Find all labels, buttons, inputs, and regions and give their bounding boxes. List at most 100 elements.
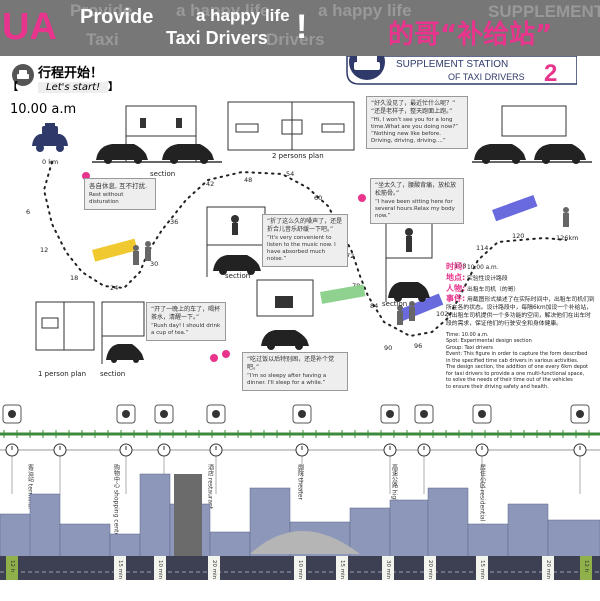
timeline-icon-glyph [212, 410, 220, 418]
quote-cn: “坐太久了，腰酸背痛，放松放松筋骨。” [375, 182, 457, 197]
quote-note-relax: “坐太久了，腰酸背痛，放松放松筋骨。” “I have been sitting… [370, 178, 464, 224]
time-label: 时间: [446, 262, 466, 271]
pin-icon [210, 354, 218, 362]
time-segment [382, 556, 394, 580]
timeline-icon-glyph [298, 410, 306, 418]
section-label: section [150, 170, 176, 178]
km-marker: 6 [26, 208, 30, 216]
road-sign [92, 238, 138, 262]
quote-en: “Hi, I won't see you for a long time.Wha… [371, 117, 459, 144]
quote-cn: 各自休息, 互不打扰. [89, 182, 148, 190]
km-marker: 48 [244, 176, 252, 184]
destination-label: 居住小区 residential district [479, 464, 486, 545]
happy-life-text: a happy life [196, 6, 290, 25]
ghost-text: SUPPLEMENT [488, 2, 600, 21]
pedestrian-body [397, 311, 403, 325]
info-block: 时间: 10:00 a.m. 地点: 实验性设计路段 人物: 出租车司机（的哥）… [446, 262, 596, 390]
time-segment [6, 556, 18, 580]
one-person-plan-label: 1 person plan [38, 370, 87, 378]
duration-label: 30 min [385, 560, 391, 580]
pedestrian-body [409, 307, 415, 321]
info-english-line: Time: 10.00 a.m. [446, 331, 489, 338]
time-segment [580, 556, 592, 580]
route-path [42, 161, 567, 338]
km-marker: 42 [206, 180, 214, 188]
quote-en: Rest without disturation [89, 192, 124, 205]
duration-label: 15 min [339, 560, 345, 580]
destination-label: 高速公路 highway [391, 463, 398, 515]
section-illustration-1 [92, 105, 222, 164]
km-marker: 102 [436, 310, 448, 318]
km-marker: 114 [476, 244, 488, 252]
time-segment [424, 556, 436, 580]
of-taxi-drivers-label: OF TAXI DRIVERS [448, 72, 525, 82]
stretch-section-illustration [385, 219, 433, 302]
sleep-section-illustration [256, 279, 314, 350]
quote-cn: “开了一晚上的车了，喝杯茶水，清醒一下。” [151, 306, 221, 321]
km-marker: 36 [170, 218, 178, 226]
header-banner [0, 0, 600, 56]
section-label: section [100, 370, 126, 378]
time-segment [542, 556, 554, 580]
event-value: 用截图形式描述了在实际时间中，出租车司机们到所在各的状态。设计路段中，每隔6km… [446, 297, 595, 327]
pedestrian-icon [145, 241, 151, 247]
duration-label: 20 min [545, 560, 551, 580]
section-label: section [225, 272, 251, 280]
quote-cn: “好久没见了，最近忙什么呢？” “还是老样子，整天跑面上跑。” [371, 100, 456, 115]
tea-section-illustration [101, 301, 145, 364]
duration-label: 20 min [427, 560, 433, 580]
destination-label: 客运站 terminal [27, 463, 34, 509]
exclamation-mark: ! [296, 8, 308, 46]
start-en-label: 【Let's start!】 [8, 82, 119, 93]
ghost-text: Taxi [86, 30, 119, 49]
duration-label: 15 min [479, 560, 485, 580]
info-english-line: in the specified time cab drivers in var… [446, 357, 579, 364]
quote-note-rest: 各自休息, 互不打扰. Rest without disturation [84, 178, 156, 210]
ghost-text: Provide [70, 1, 133, 20]
time-segment [208, 556, 220, 580]
quote-en: “Rush day! I should drink a cup of tea.” [151, 323, 221, 336]
quote-cn: “折了这么久的嗓声了，还是折合儿音乐舒缓一下吧。” [267, 218, 343, 233]
time-segment [294, 556, 306, 580]
time-segment [154, 556, 166, 580]
start-time: 10.00 a.m [10, 102, 77, 117]
duration-label: 15 min [117, 560, 123, 580]
ua-logo: UA [2, 6, 57, 48]
quote-en: “I'm so sleepy after having a dinner. I'… [247, 373, 327, 386]
pedestrian-icon [133, 245, 139, 251]
km-marker: 12 [40, 246, 48, 254]
pedestrian-body [563, 213, 569, 227]
destination-label: 剧院 theater [297, 463, 304, 500]
km-marker: 72 [346, 252, 354, 260]
time-segment [114, 556, 126, 580]
destination-label: 购物中心 shopping center [113, 463, 120, 539]
duration-label: 10 min [157, 560, 163, 580]
km-marker: 60 [314, 194, 322, 202]
pin-icon [222, 350, 230, 358]
km-marker: 126km [556, 234, 579, 242]
pedestrian-body [133, 251, 139, 265]
km-marker: 96 [414, 342, 422, 350]
timeline-icon-glyph [122, 410, 130, 418]
destination-label: 酒店 restaurant [207, 463, 214, 510]
two-person-plan [227, 101, 355, 151]
timeline-icon-glyph [420, 410, 428, 418]
start-en-text: Let's start! [38, 82, 109, 93]
quote-note-music: “折了这么久的嗓声了，还是折合儿音乐舒缓一下吧。” “It's very con… [262, 214, 348, 267]
people-label: 人物: [446, 283, 466, 293]
place-label: 地点: [446, 272, 466, 282]
pin-icon [358, 194, 366, 202]
timeline-icon-glyph [160, 410, 168, 418]
time-segment [476, 556, 488, 580]
info-english: Time: 10.00 a.m.Spot: Experimental desig… [446, 332, 596, 391]
issue-number: 2 [544, 60, 558, 87]
info-english-line: for taxi drivers to provide a one multi-… [446, 370, 585, 377]
pedestrian-body [145, 247, 151, 261]
pedestrian-icon [563, 207, 569, 213]
info-english-line: to ensure their driving safety and healt… [446, 383, 549, 390]
pedestrian-icon [409, 301, 415, 307]
info-english-line: The design section, the addition of one … [446, 364, 589, 371]
time-value: 10:00 a.m. [467, 265, 499, 271]
ghost-text: a happy life [318, 1, 412, 20]
place-value: 实验性设计路段 [467, 275, 508, 282]
